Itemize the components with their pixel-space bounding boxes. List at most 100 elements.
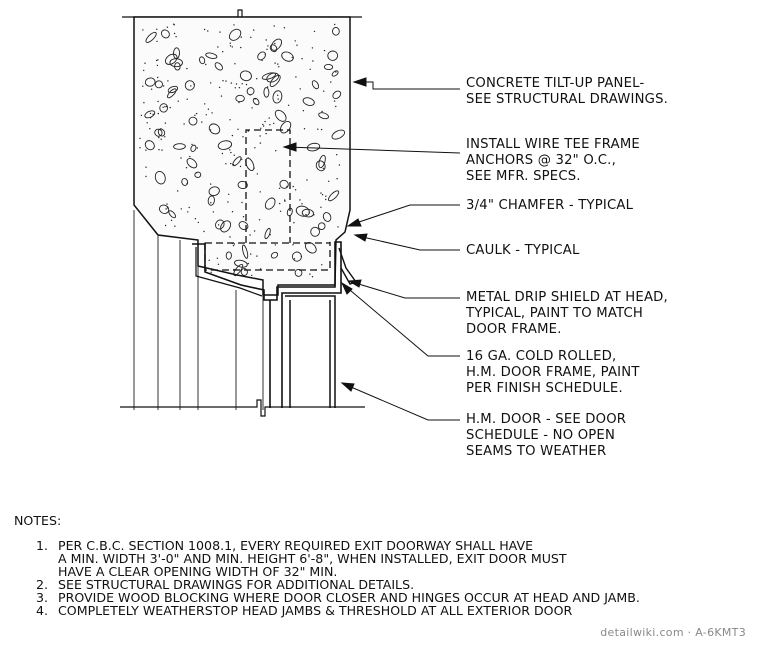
aggregate-stone: [173, 143, 186, 150]
aggregate-dot: [160, 138, 162, 140]
aggregate-dot: [293, 222, 295, 224]
aggregate-dot: [264, 120, 266, 123]
aggregate-dot: [323, 49, 326, 52]
aggregate-dot: [230, 82, 233, 84]
note-item-2: 2. SEE STRUCTURAL DRAWINGS FOR ADDITIONA…: [36, 577, 415, 592]
aggregate-dot: [204, 103, 206, 105]
aggregate-stone: [328, 190, 340, 202]
aggregate-dot: [210, 202, 212, 204]
aggregate-dot: [273, 25, 275, 27]
aggregate-stone: [232, 156, 242, 167]
aggregate-dot: [169, 106, 171, 109]
aggregate-dot: [222, 80, 224, 82]
aggregate-dot: [325, 195, 327, 197]
aggregate-dot: [254, 147, 256, 149]
aggregate-stone: [317, 222, 326, 231]
aggregate-stone: [208, 123, 221, 135]
aggregate-dot: [157, 112, 159, 115]
concrete-panel: [133, 16, 351, 296]
aggregate-stone: [291, 251, 302, 262]
aggregate-dot: [229, 45, 232, 47]
aggregate-dot: [234, 63, 236, 65]
aggregate-dot: [144, 62, 146, 64]
aggregate-dot: [259, 268, 262, 270]
aggregate-dot: [283, 27, 286, 29]
aggregate-dot: [320, 192, 322, 194]
aggregate-stone: [270, 38, 283, 51]
aggregate-dot: [232, 244, 235, 247]
aggregate-dot: [274, 62, 276, 64]
aggregate-dot: [208, 259, 210, 261]
aggregate-dot: [229, 149, 231, 151]
aggregate-dot: [156, 28, 158, 30]
aggregate-dot: [203, 28, 206, 31]
aggregate-dot: [301, 203, 303, 205]
aggregate-dot: [299, 88, 301, 90]
aggregate-dot: [217, 263, 220, 265]
watermark: detailwiki.com · A-6KMT3: [600, 626, 746, 639]
aggregate-stone: [281, 51, 294, 62]
aggregate-dot: [313, 30, 316, 33]
hm-door-frame: [192, 241, 342, 408]
aggregate-dot: [149, 128, 151, 130]
aggregate-dot: [231, 134, 234, 137]
leader-lines: [282, 77, 461, 421]
aggregate-dot: [317, 128, 319, 130]
aggregate-dot: [237, 128, 239, 130]
aggregate-dot: [251, 107, 253, 109]
aggregate-dot: [262, 125, 265, 127]
aggregate-stone: [294, 268, 303, 277]
aggregate-stone: [239, 70, 252, 82]
aggregate-dot: [323, 90, 325, 92]
aggregate-dot: [235, 83, 238, 85]
aggregate-dot: [293, 258, 296, 260]
aggregate-dot: [217, 224, 220, 226]
aggregate-dot: [145, 175, 147, 178]
aggregate-dot: [267, 45, 269, 47]
notes-block: NOTES: 1. PER C.B.C. SECTION 1008.1, EVE…: [14, 514, 640, 617]
aggregate-dot: [311, 47, 314, 49]
aggregate-dot: [177, 100, 179, 102]
aggregate-dot: [140, 114, 143, 117]
aggregate-stone: [157, 128, 166, 137]
aggregate-stone: [186, 158, 198, 169]
aggregate-stone: [286, 207, 293, 217]
aggregate-dot: [274, 244, 277, 246]
aggregate-dot: [279, 210, 282, 212]
aggregate-dot: [203, 230, 205, 233]
aggregate-dot: [195, 112, 198, 115]
aggregate-dot: [211, 112, 213, 114]
aggregate-dot: [321, 110, 323, 113]
aggregate-dot: [306, 179, 308, 181]
aggregate-dot: [161, 149, 163, 151]
aggregate-dot: [150, 88, 153, 90]
aggregate-dot: [330, 81, 332, 83]
callout-door-frame: 16 GA. COLD ROLLED,H.M. DOOR FRAME, PAIN…: [466, 349, 640, 396]
aggregate-stone: [190, 144, 197, 152]
aggregate-stone: [269, 44, 278, 53]
callout-chamfer: 3/4" CHAMFER - TYPICAL: [466, 198, 634, 213]
note-item-3: 3. PROVIDE WOOD BLOCKING WHERE DOOR CLOS…: [36, 590, 640, 605]
aggregate-stone: [220, 220, 232, 233]
aggregate-dot: [251, 274, 253, 277]
callout-drip-shield: METAL DRIP SHIELD AT HEAD,TYPICAL, PAINT…: [466, 290, 668, 337]
aggregate-dot: [250, 36, 252, 39]
aggregate-dot: [175, 36, 177, 38]
aggregate-dot: [139, 137, 141, 140]
aggregate-stone: [318, 112, 329, 120]
aggregate-stone: [144, 77, 156, 87]
aggregate-dot: [212, 211, 214, 213]
aggregate-dot: [205, 63, 207, 66]
aggregate-dot: [273, 122, 275, 125]
aggregate-dot: [296, 44, 298, 46]
aggregate-dot: [258, 219, 261, 221]
aggregate-dot: [220, 95, 223, 97]
note-item-1: 1. PER C.B.C. SECTION 1008.1, EVERY REQU…: [36, 538, 567, 579]
aggregate-dot: [152, 113, 154, 116]
aggregate-stone: [214, 62, 223, 71]
aggregate-dot: [292, 185, 294, 188]
aggregate-dot: [299, 199, 301, 201]
aggregate-dot: [253, 29, 255, 31]
aggregate-dot: [245, 83, 248, 86]
